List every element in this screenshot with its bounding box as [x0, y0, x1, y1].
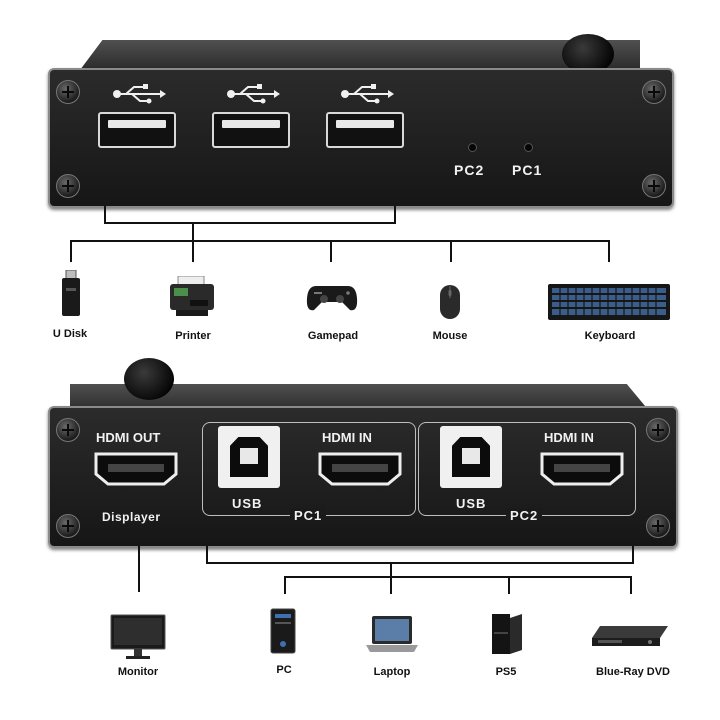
bluray-player-icon: [592, 626, 668, 646]
pc-tower-icon: [270, 608, 296, 654]
screw-icon: [642, 80, 666, 104]
pc2-indicator-led: [468, 143, 477, 152]
connector-line: [192, 240, 194, 262]
pc1-hdmi-in-label: HDMI IN: [322, 430, 372, 445]
usb-a-port-2[interactable]: [212, 112, 290, 148]
hdmi-out-label: HDMI OUT: [96, 430, 161, 445]
keyboard-icon: [548, 284, 670, 320]
mouse-icon: [440, 285, 460, 319]
connector-line: [450, 240, 452, 262]
usb-device-label-keyboard: Keyboard: [584, 330, 636, 342]
connector-line: [630, 576, 632, 594]
usb-device-label-mouse: Mouse: [432, 330, 468, 342]
printer-icon: [170, 276, 214, 316]
bottom-device-panel: HDMI OUT Displayer USB HDMI IN PC1 USB H…: [48, 406, 678, 548]
connector-line: [206, 562, 634, 564]
pc2-group-label: PC2: [506, 508, 543, 523]
connector-line: [390, 562, 392, 578]
hdmi-out-port[interactable]: [94, 452, 178, 486]
connector-line: [138, 546, 140, 592]
screw-icon: [642, 174, 666, 198]
connector-line: [206, 546, 208, 564]
screw-icon: [646, 418, 670, 442]
top-device-lid: [80, 40, 640, 70]
display-device-label-monitor: Monitor: [117, 666, 159, 678]
pc2-led-label: PC2: [454, 162, 485, 178]
pc2-usb-label: USB: [456, 496, 487, 511]
connector-line: [508, 576, 510, 594]
pc1-group-label: PC1: [290, 508, 327, 523]
pc2-hdmi-in-label: HDMI IN: [544, 430, 594, 445]
usb-symbol-icon: [227, 84, 280, 104]
pc1-led-label: PC1: [512, 162, 543, 178]
usb-device-label-printer: Printer: [175, 330, 211, 342]
source-device-label-bluray: Blue-Ray DVD: [596, 666, 670, 678]
pc2-hdmi-in-port[interactable]: [540, 452, 624, 486]
usb-a-port-3[interactable]: [326, 112, 404, 148]
connector-line: [104, 206, 106, 224]
screw-icon: [56, 80, 80, 104]
screw-icon: [56, 514, 80, 538]
connector-line: [192, 222, 194, 242]
top-device-panel: PC2 PC1: [48, 68, 674, 208]
usb-device-label-udisk: U Disk: [52, 328, 88, 340]
usb-symbol-icon: [341, 84, 394, 104]
connector-line: [632, 546, 634, 564]
usb-a-port-1[interactable]: [98, 112, 176, 148]
usb-symbol-icon: [113, 84, 166, 104]
connector-line: [390, 576, 392, 594]
pc1-usb-b-port[interactable]: [218, 426, 280, 488]
screw-icon: [56, 174, 80, 198]
pc1-indicator-led: [524, 143, 533, 152]
usb-flash-drive-icon: [62, 270, 80, 316]
screw-icon: [56, 418, 80, 442]
pc2-usb-b-port[interactable]: [440, 426, 502, 488]
pc1-hdmi-in-port[interactable]: [318, 452, 402, 486]
gamepad-icon: [306, 286, 358, 311]
source-device-label-laptop: Laptop: [373, 666, 411, 678]
game-console-icon: [492, 614, 522, 654]
switch-knob-bottom[interactable]: [124, 358, 174, 400]
displayer-label: Displayer: [102, 510, 161, 524]
connector-line: [70, 240, 72, 262]
connector-line: [284, 576, 286, 594]
connector-line: [330, 240, 332, 262]
pc1-usb-label: USB: [232, 496, 263, 511]
connector-line: [104, 222, 396, 224]
connector-line: [394, 206, 396, 224]
switch-knob-top[interactable]: [562, 34, 614, 74]
monitor-icon: [110, 614, 166, 659]
source-device-label-ps5: PS5: [495, 666, 517, 678]
connector-line: [284, 576, 632, 578]
connector-line: [608, 240, 610, 262]
connector-line: [70, 240, 610, 242]
usb-device-label-gamepad: Gamepad: [307, 330, 359, 342]
laptop-icon: [366, 616, 418, 652]
source-device-label-pc: PC: [276, 664, 292, 676]
screw-icon: [646, 514, 670, 538]
